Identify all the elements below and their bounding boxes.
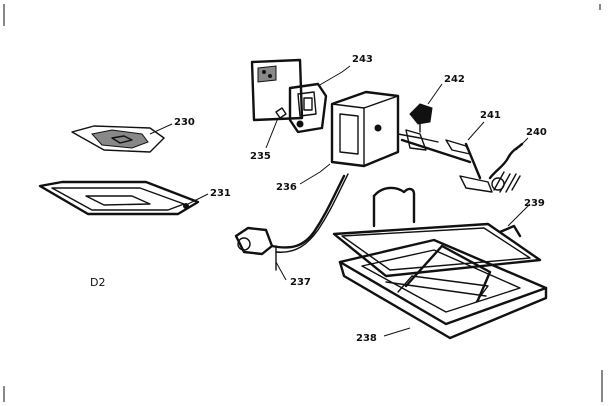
diagram-code: D2 [90,276,105,289]
label-240: 240 [526,127,547,138]
label-230: 230 [174,117,195,128]
part-242-knob [409,83,443,133]
part-239-rack [332,186,542,278]
label-243: 243 [352,54,373,65]
part-236-control-box [299,90,439,185]
part-230-cover-plate [71,123,173,153]
label-238: 238 [356,333,377,344]
label-237: 237 [290,277,311,288]
label-241: 241 [480,110,501,121]
part-labels: 230 231 235 236 237 238 239 240 241 242 … [174,54,547,344]
label-236: 236 [276,182,297,193]
part-237-power-cord [234,173,349,281]
part-238-drip-pan [338,238,548,340]
margin-marks [3,4,603,402]
part-243-bracket-assembly [250,58,351,149]
label-231: 231 [210,188,231,199]
label-242: 242 [444,74,465,85]
part-231-drip-plate [38,180,209,216]
part-241-spit-fork [400,121,493,193]
label-239: 239 [524,198,545,209]
label-235: 235 [250,151,271,162]
part-240-spring [488,137,529,193]
